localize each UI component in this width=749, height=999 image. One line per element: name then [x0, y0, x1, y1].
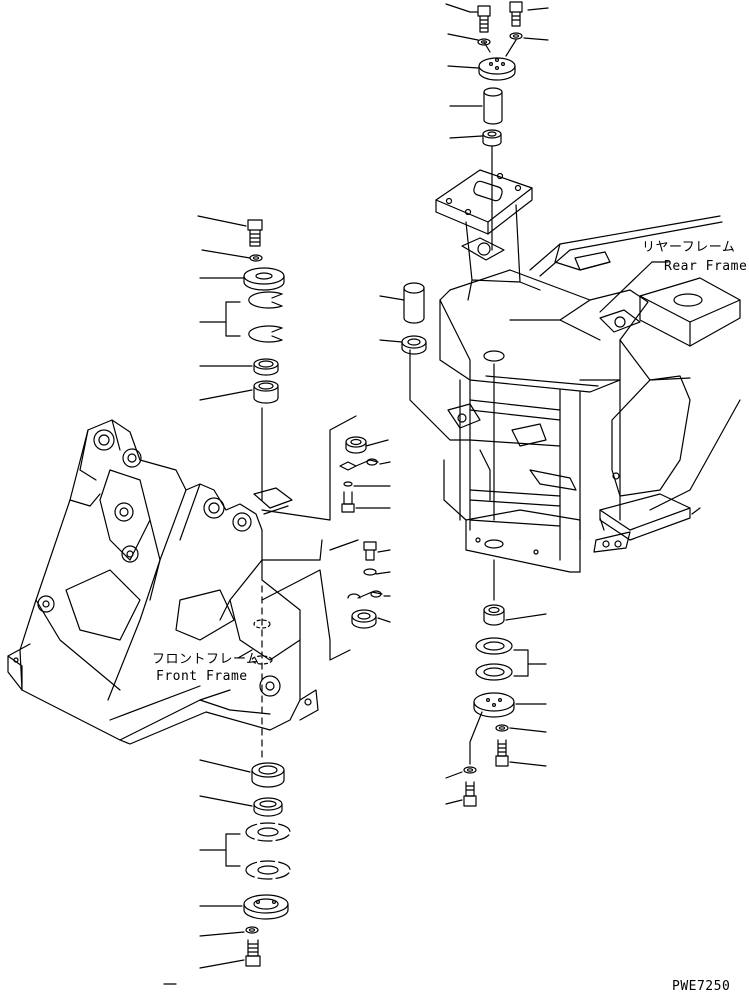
front-frame-label-jp: フロントフレーム — [152, 652, 260, 667]
front-top-parts — [198, 216, 284, 403]
grease-fitting-parts — [262, 416, 390, 660]
rear-frame-label-jp: リヤーフレーム — [642, 240, 736, 255]
rear-frame — [410, 170, 740, 600]
rear-frame-label-en: Rear Frame — [664, 259, 748, 274]
front-frame — [8, 408, 318, 760]
rear-bottom-parts — [446, 605, 546, 806]
rear-top-parts — [446, 2, 548, 250]
center-bushings — [380, 283, 426, 354]
front-bottom-parts — [164, 760, 290, 984]
front-frame-label-en: Front Frame — [156, 669, 248, 684]
drawing-code: PWE7250 — [672, 979, 731, 994]
